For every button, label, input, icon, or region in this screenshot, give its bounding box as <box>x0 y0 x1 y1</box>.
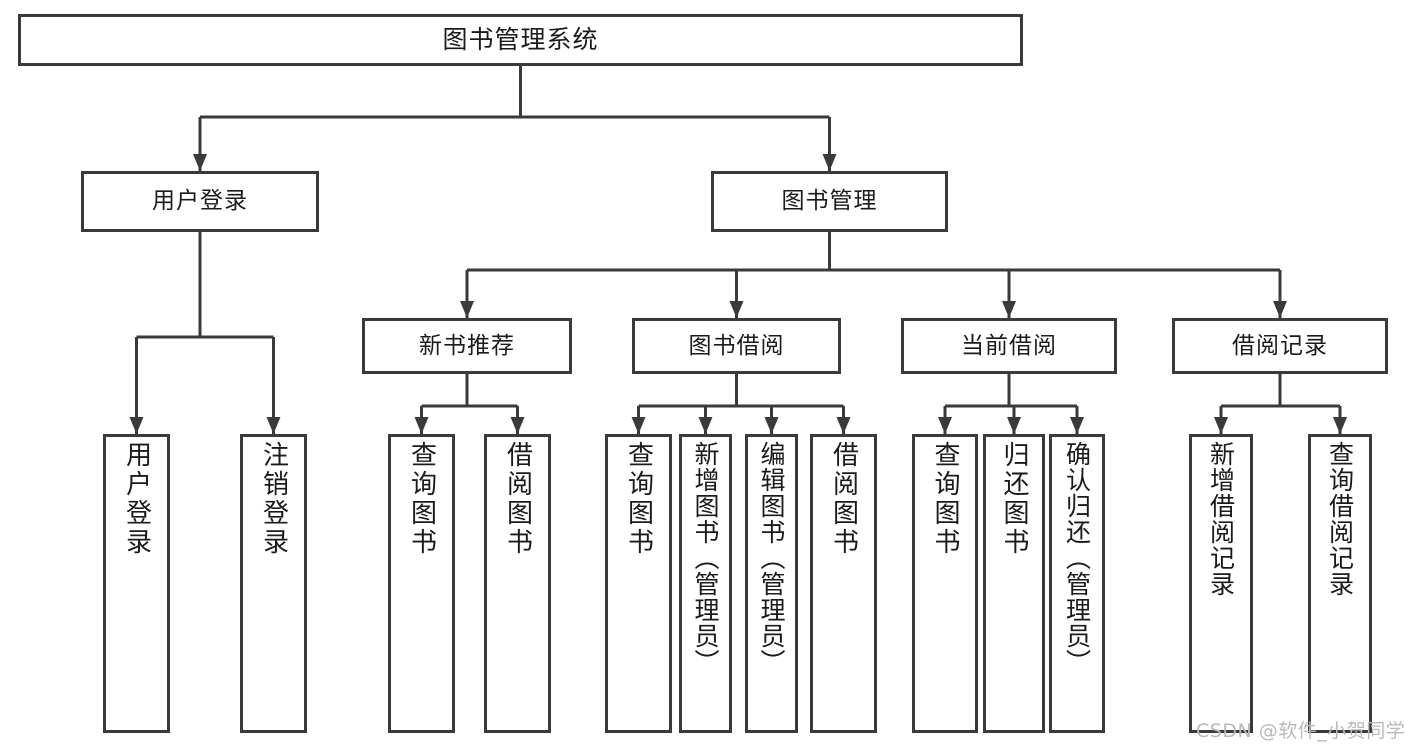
node-borrow[interactable]: 图书借阅 <box>632 318 841 374</box>
node-l1[interactable]: 用户登录 <box>103 434 170 733</box>
node-label: 用户登录 <box>121 441 152 557</box>
node-label: 图书管理 <box>781 188 878 215</box>
node-label: 图书借阅 <box>688 332 785 359</box>
node-records[interactable]: 借阅记录 <box>1172 318 1388 374</box>
node-l5[interactable]: 查询图书 <box>605 434 672 733</box>
csdn-watermark: CSDN @软件_小贺同学 <box>1196 720 1405 742</box>
node-label: 查询图书 <box>930 441 960 557</box>
node-label: 新增图书（管理员） <box>691 441 720 675</box>
node-label: 借阅图书 <box>502 441 533 557</box>
node-l9[interactable]: 查询图书 <box>912 434 978 733</box>
borrow-to-leaves-arrowhead-0 <box>631 417 646 434</box>
node-label: 确认归还（管理员） <box>1062 441 1092 675</box>
node-label: 查询图书 <box>406 441 437 557</box>
node-current[interactable]: 当前借阅 <box>901 318 1117 374</box>
current-to-leaves-arrowhead-1 <box>1007 417 1021 434</box>
records-to-leaves-arrowhead-1 <box>1333 417 1347 434</box>
node-label: 查询图书 <box>623 441 654 557</box>
node-l13[interactable]: 查询借阅记录 <box>1308 434 1372 733</box>
current-to-leaves-arrowhead-0 <box>938 417 952 434</box>
records-to-leaves-arrowhead-0 <box>1214 417 1228 434</box>
node-login[interactable]: 用户登录 <box>81 171 319 232</box>
node-label: 新书推荐 <box>419 332 515 359</box>
node-l7[interactable]: 编辑图书（管理员） <box>745 434 798 733</box>
current-to-leaves-arrowhead-2 <box>1070 417 1084 434</box>
node-l2[interactable]: 注销登录 <box>240 434 307 733</box>
borrow-to-leaves-arrowhead-1 <box>698 417 713 434</box>
node-l8[interactable]: 借阅图书 <box>810 434 877 733</box>
newrec-to-leaves-arrowhead-0 <box>414 417 429 434</box>
node-label: 编辑图书（管理员） <box>757 441 786 675</box>
root-to-level2-arrowhead-0 <box>193 154 207 171</box>
node-l4[interactable]: 借阅图书 <box>484 434 551 733</box>
node-label: 归还图书 <box>999 441 1029 557</box>
node-l10[interactable]: 归还图书 <box>983 434 1045 733</box>
node-l11[interactable]: 确认归还（管理员） <box>1049 434 1105 733</box>
bookmgmt-to-level3-arrowhead-1 <box>729 301 744 318</box>
node-l6[interactable]: 新增图书（管理员） <box>679 434 732 733</box>
node-label: 当前借阅 <box>961 332 1057 359</box>
node-l3[interactable]: 查询图书 <box>388 434 455 733</box>
node-bookmgmt[interactable]: 图书管理 <box>711 171 948 232</box>
bookmgmt-to-level3-arrowhead-2 <box>1002 301 1016 318</box>
node-label: 借阅记录 <box>1232 332 1328 359</box>
root-to-level2-arrowhead-1 <box>822 154 837 171</box>
borrow-to-leaves-arrowhead-2 <box>764 417 779 434</box>
node-root[interactable]: 图书管理系统 <box>18 14 1023 66</box>
node-label: 用户登录 <box>152 188 248 215</box>
login-to-leaves-arrowhead-1 <box>266 417 281 434</box>
node-label: 借阅图书 <box>828 441 859 557</box>
node-label: 注销登录 <box>258 441 289 557</box>
borrow-to-leaves-arrowhead-3 <box>836 417 851 434</box>
node-label: 查询借阅记录 <box>1325 441 1355 597</box>
login-to-leaves-arrowhead-0 <box>129 417 144 434</box>
node-newrec[interactable]: 新书推荐 <box>362 318 572 374</box>
node-l12[interactable]: 新增借阅记录 <box>1189 434 1253 733</box>
node-label: 图书管理系统 <box>442 24 599 54</box>
bookmgmt-to-level3-arrowhead-0 <box>460 301 474 318</box>
node-label: 新增借阅记录 <box>1206 441 1236 597</box>
newrec-to-leaves-arrowhead-1 <box>510 417 525 434</box>
bookmgmt-to-level3-arrowhead-3 <box>1273 301 1287 318</box>
